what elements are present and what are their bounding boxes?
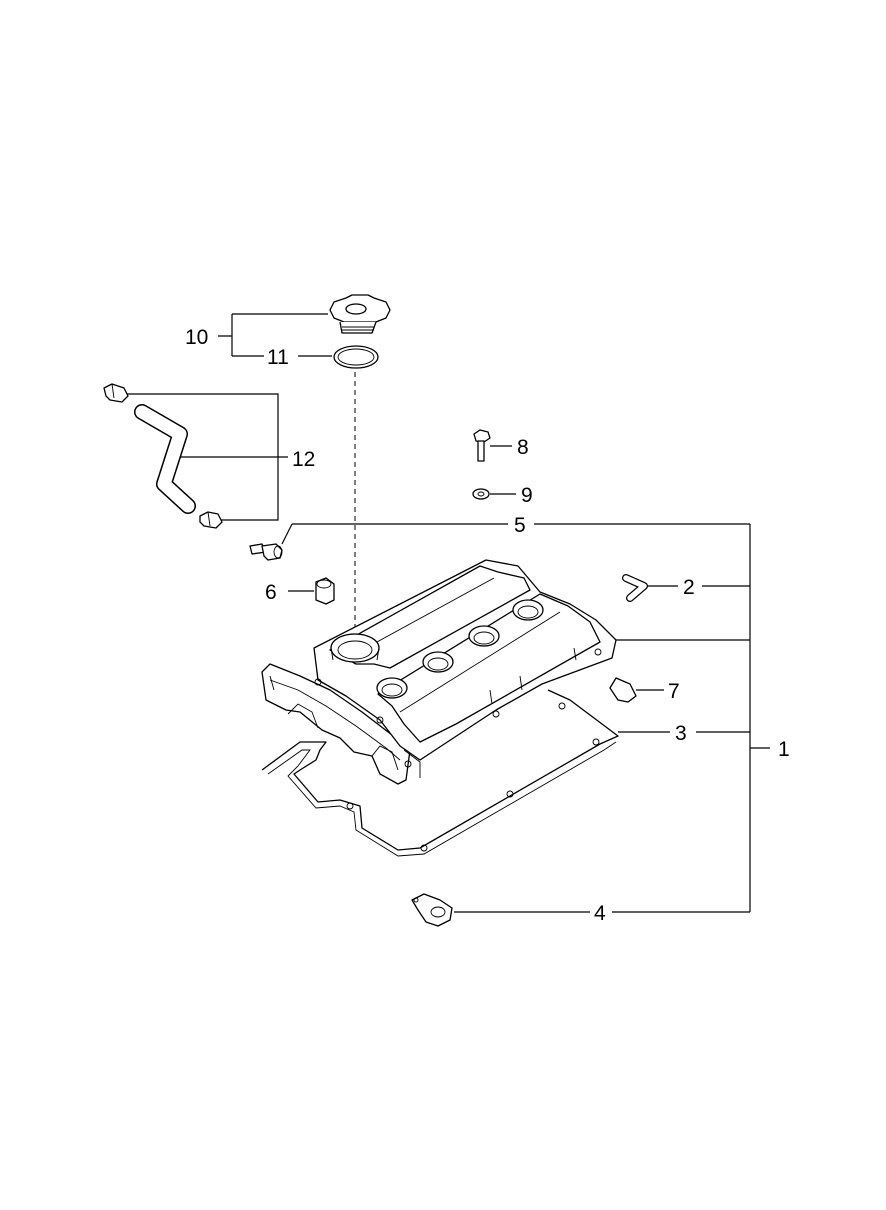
callout-12: 12 bbox=[292, 448, 315, 471]
callout-10: 10 bbox=[185, 326, 208, 349]
callout-7: 7 bbox=[668, 680, 680, 703]
bracket bbox=[411, 893, 453, 927]
cylinder-head-cover bbox=[261, 559, 617, 785]
callout-8: 8 bbox=[517, 436, 529, 459]
bolt bbox=[473, 429, 491, 462]
callout-5: 5 bbox=[514, 514, 526, 537]
callout-1: 1 bbox=[778, 738, 790, 761]
leader-lines bbox=[126, 313, 770, 913]
cover-gasket bbox=[261, 689, 619, 857]
oil-filler-cap bbox=[329, 294, 391, 334]
o-ring bbox=[333, 345, 379, 369]
callout-9: 9 bbox=[521, 484, 533, 507]
pcv-valve bbox=[249, 543, 283, 561]
callout-2: 2 bbox=[683, 576, 695, 599]
plug bbox=[609, 677, 637, 703]
callout-labels: 1 2 3 4 5 6 7 8 9 10 11 12 bbox=[185, 326, 790, 925]
grommet bbox=[315, 577, 335, 605]
pipe bbox=[622, 574, 648, 602]
washer bbox=[472, 488, 490, 500]
callout-6: 6 bbox=[265, 581, 277, 604]
breather-hose bbox=[103, 383, 223, 529]
callout-3: 3 bbox=[675, 722, 687, 745]
callout-11: 11 bbox=[267, 346, 289, 369]
callout-4: 4 bbox=[594, 902, 606, 925]
